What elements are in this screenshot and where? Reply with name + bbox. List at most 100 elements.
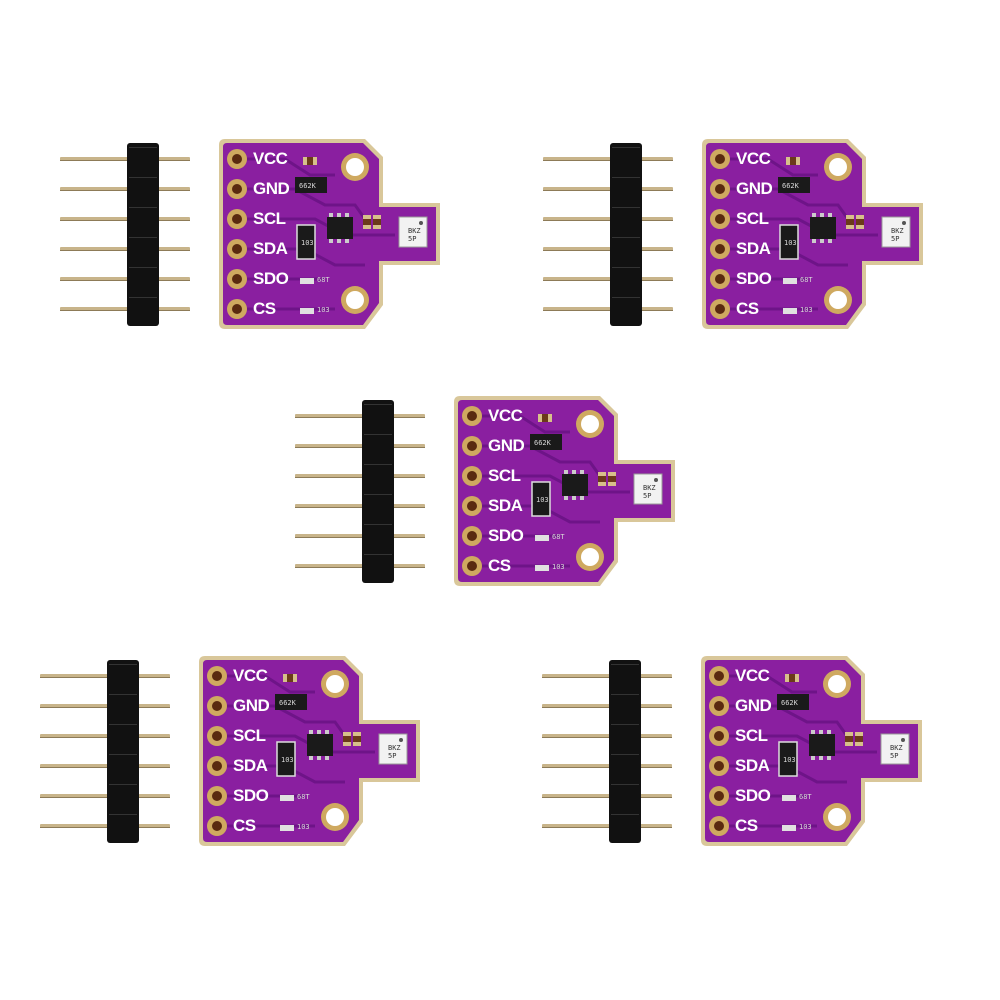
- level-shifter-chip: [810, 217, 836, 239]
- mosfet-chip: [531, 481, 551, 517]
- mosfet-chip: [779, 224, 799, 260]
- resistor-mark: 68T: [552, 533, 565, 541]
- regulator-chip: [778, 177, 810, 193]
- header-pin-shadow: [543, 220, 673, 221]
- header-pin-shadow: [295, 477, 425, 478]
- regulator-mark: 662K: [781, 699, 798, 707]
- pin-label-gnd: GND: [233, 696, 270, 715]
- pin-label-sdo: SDO: [233, 786, 269, 805]
- pin-label-sda: SDA: [233, 756, 268, 775]
- regulator-mark: 662K: [299, 182, 316, 190]
- header-pin-shadow: [40, 677, 170, 678]
- level-shifter-chip: [809, 734, 835, 756]
- header-pin-shadow: [542, 707, 672, 708]
- header-housing: [362, 400, 394, 583]
- regulator-mark: 662K: [782, 182, 799, 190]
- resistor-mark: 103: [297, 823, 310, 831]
- sensor-mark: 5P: [891, 235, 900, 243]
- sensor-mark: BKZ: [890, 744, 903, 752]
- header-pin-shadow: [542, 737, 672, 738]
- resistor-mark: 68T: [800, 276, 813, 284]
- header-pin-shadow: [542, 767, 672, 768]
- mosfet-mark: 103: [301, 239, 314, 247]
- header-pin-shadow: [542, 797, 672, 798]
- regulator-mark: 662K: [534, 439, 551, 447]
- header-pin-shadow: [40, 797, 170, 798]
- pin-label-cs: CS: [735, 816, 758, 835]
- pin-label-vcc: VCC: [735, 666, 770, 685]
- sensor-mark: 5P: [408, 235, 417, 243]
- pin-label-sda: SDA: [735, 756, 770, 775]
- header-pin-shadow: [295, 507, 425, 508]
- mosfet-chip: [296, 224, 316, 260]
- pin-label-gnd: GND: [736, 179, 773, 198]
- header-pin-shadow: [543, 250, 673, 251]
- header-pin-shadow: [60, 160, 190, 161]
- header-pin-shadow: [295, 567, 425, 568]
- sensor-mark: BKZ: [408, 227, 421, 235]
- header-pin-shadow: [60, 310, 190, 311]
- header-pin-shadow: [60, 250, 190, 251]
- resistor-mark: 103: [317, 306, 330, 314]
- resistor-mark: 68T: [799, 793, 812, 801]
- pin-label-scl: SCL: [735, 726, 768, 745]
- header-pin-shadow: [542, 827, 672, 828]
- pin-label-cs: CS: [233, 816, 256, 835]
- header-housing: [609, 660, 641, 843]
- header-pin-shadow: [543, 160, 673, 161]
- level-shifter-chip: [327, 217, 353, 239]
- header-pin-shadow: [543, 310, 673, 311]
- header-pin-shadow: [40, 737, 170, 738]
- header-pin-shadow: [40, 827, 170, 828]
- resistor-mark: 103: [799, 823, 812, 831]
- resistor-mark: 103: [800, 306, 813, 314]
- pin-label-cs: CS: [253, 299, 276, 318]
- mosfet-mark: 103: [281, 756, 294, 764]
- resistor-mark: 68T: [317, 276, 330, 284]
- pin-label-gnd: GND: [253, 179, 290, 198]
- header-pin-shadow: [542, 677, 672, 678]
- level-shifter-chip: [562, 474, 588, 496]
- header-pin-shadow: [543, 280, 673, 281]
- pin-label-scl: SCL: [488, 466, 521, 485]
- mosfet-mark: 103: [536, 496, 549, 504]
- pin-label-cs: CS: [736, 299, 759, 318]
- header-housing: [610, 143, 642, 326]
- pin-label-sdo: SDO: [735, 786, 771, 805]
- pin-label-gnd: GND: [488, 436, 525, 455]
- sensor-mark: 5P: [388, 752, 397, 760]
- mosfet-chip: [778, 741, 798, 777]
- pin-label-vcc: VCC: [253, 149, 288, 168]
- mosfet-mark: 103: [784, 239, 797, 247]
- header-pin-shadow: [295, 417, 425, 418]
- header-pin-shadow: [40, 707, 170, 708]
- regulator-chip: [295, 177, 327, 193]
- sensor-mark: 5P: [890, 752, 899, 760]
- pin-label-sdo: SDO: [736, 269, 772, 288]
- regulator-chip: [530, 434, 562, 450]
- pin-label-sda: SDA: [253, 239, 288, 258]
- pin-label-vcc: VCC: [488, 406, 523, 425]
- header-pin-shadow: [60, 280, 190, 281]
- pin-label-cs: CS: [488, 556, 511, 575]
- sensor-mark: BKZ: [388, 744, 401, 752]
- pin-label-vcc: VCC: [736, 149, 771, 168]
- pin-label-sda: SDA: [736, 239, 771, 258]
- sensor-mark: 5P: [643, 492, 652, 500]
- header-pin-shadow: [543, 190, 673, 191]
- header-pin-shadow: [60, 220, 190, 221]
- header-housing: [107, 660, 139, 843]
- header-pin-shadow: [40, 767, 170, 768]
- header-pin-shadow: [60, 190, 190, 191]
- resistor-mark: 103: [552, 563, 565, 571]
- regulator-chip: [275, 694, 307, 710]
